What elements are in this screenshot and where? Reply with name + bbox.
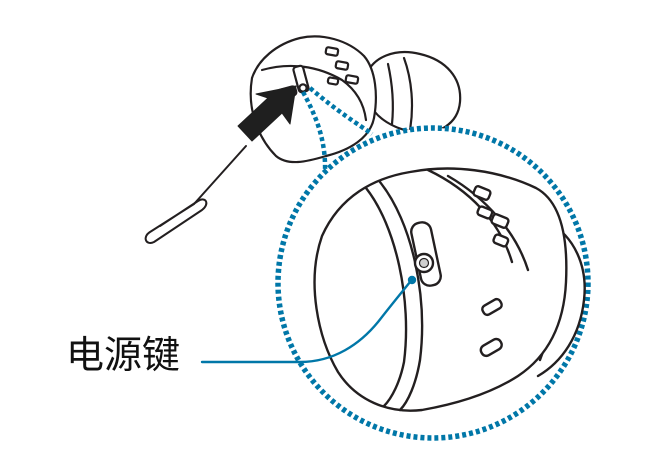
power-key-hole-small	[299, 84, 306, 91]
power-key-label: 电源键	[66, 333, 180, 377]
callout-dot	[408, 276, 416, 284]
sim-eject-pin	[146, 146, 246, 243]
